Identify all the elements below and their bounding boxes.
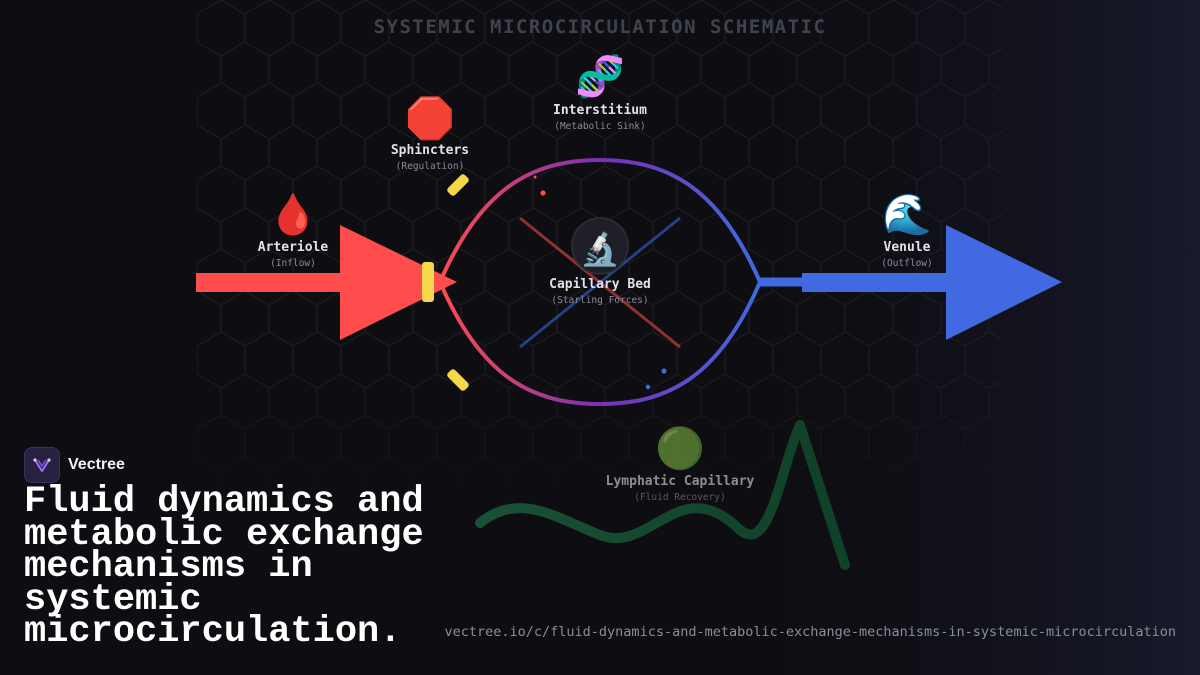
node-sublabel: (Regulation) — [396, 161, 465, 172]
brand[interactable]: Vectree — [24, 447, 125, 483]
node-capillary-bed: 🔬 Capillary Bed (Starling Forces) — [549, 230, 651, 306]
node-label: Interstitium — [553, 103, 647, 118]
node-label: Arteriole — [258, 240, 329, 255]
node-sublabel: (Starling Forces) — [551, 295, 648, 306]
sphincter-bar-upper — [447, 174, 469, 196]
node-label: Venule — [884, 240, 931, 255]
sphincter-bar-lower — [447, 369, 469, 391]
node-lymphatic: 🟢 Lymphatic Capillary (Fluid Recovery) — [606, 425, 755, 503]
particle-venous — [661, 368, 667, 374]
particle-venous — [645, 384, 651, 390]
reabsorption-line — [519, 216, 681, 349]
headline: Fluid dynamics and metabolic exchange me… — [24, 481, 424, 653]
node-sublabel: (Fluid Recovery) — [634, 492, 726, 503]
venule-arrow — [802, 225, 1062, 340]
arteriole-arrow — [196, 225, 457, 340]
node-venule: 🌊 Venule (Outflow) — [881, 191, 932, 269]
node-sphincters: 🛑 Sphincters (Regulation) — [391, 95, 469, 172]
green-circle-icon: 🟢 — [655, 425, 705, 472]
stop-sign-icon: 🛑 — [405, 95, 455, 142]
node-label: Capillary Bed — [549, 277, 651, 292]
node-sublabel: (Metabolic Sink) — [554, 121, 646, 132]
precapillary-sphincter-bar — [422, 262, 434, 302]
node-sublabel: (Outflow) — [881, 258, 932, 269]
wave-icon: 🌊 — [882, 191, 932, 238]
capillary-bed-hub — [571, 217, 629, 275]
blood-drop-icon: 🩸 — [268, 191, 318, 238]
page-url[interactable]: vectree.io/c/fluid-dynamics-and-metaboli… — [444, 624, 1177, 640]
microscope-icon: 🔬 — [580, 230, 620, 268]
node-arteriole: 🩸 Arteriole (Inflow) — [258, 191, 329, 269]
node-label: Lymphatic Capillary — [606, 474, 755, 489]
node-sublabel: (Inflow) — [270, 258, 316, 269]
particle-arterial — [540, 190, 546, 196]
vectree-logo-icon — [24, 447, 60, 483]
brand-name: Vectree — [68, 456, 125, 473]
node-interstitium: 🧬 Interstitium (Metabolic Sink) — [553, 52, 647, 132]
dna-icon: 🧬 — [575, 52, 625, 100]
particle-arterial — [533, 175, 537, 179]
node-label: Sphincters — [391, 143, 469, 158]
lymphatic-vessel — [475, 420, 850, 570]
diagram-title: SYSTEMIC MICROCIRCULATION SCHEMATIC — [374, 16, 827, 38]
